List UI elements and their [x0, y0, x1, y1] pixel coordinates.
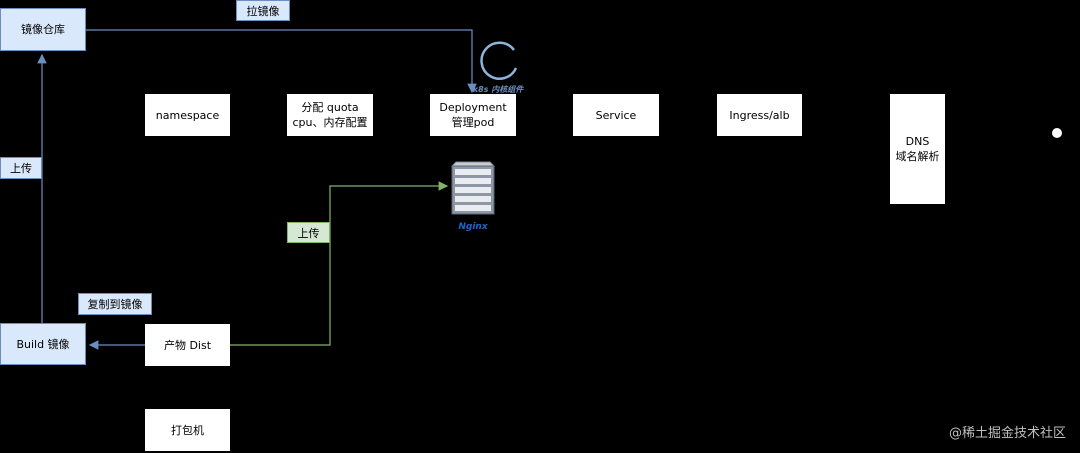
- kubernetes-icon: [480, 41, 518, 80]
- build-image-node[interactable]: Build 镜像: [0, 323, 86, 365]
- copy-to-image-label: 复制到镜像: [78, 293, 152, 315]
- watermark-text: @稀土掘金技术社区: [948, 426, 1066, 441]
- dns-node[interactable]: DNS 域名解析: [890, 94, 945, 204]
- image-registry-node[interactable]: 镜像仓库: [0, 8, 86, 51]
- namespace-node[interactable]: namespace: [145, 94, 230, 136]
- endpoint-dot: [1052, 128, 1062, 138]
- ingress-node[interactable]: Ingress/alb: [717, 94, 802, 136]
- edge-upload-nginx: [230, 181, 449, 346]
- edge-pull-image: [86, 29, 477, 94]
- pull-image-label: 拉镜像: [236, 0, 290, 21]
- dist-artifact-node[interactable]: 产物 Dist: [145, 324, 230, 366]
- deployment-node[interactable]: Deployment 管理pod: [430, 94, 516, 136]
- packer-node[interactable]: 打包机: [145, 409, 230, 451]
- upload-label-left: 上传: [0, 157, 42, 179]
- upload-label-green: 上传: [287, 222, 330, 243]
- quota-node[interactable]: 分配 quota cpu、内存配置: [287, 94, 373, 136]
- server-rack-icon: [450, 161, 496, 215]
- service-node[interactable]: Service: [573, 94, 659, 136]
- k8s-caption: k8s 内核组件: [472, 85, 524, 94]
- nginx-caption: Nginx: [458, 222, 488, 232]
